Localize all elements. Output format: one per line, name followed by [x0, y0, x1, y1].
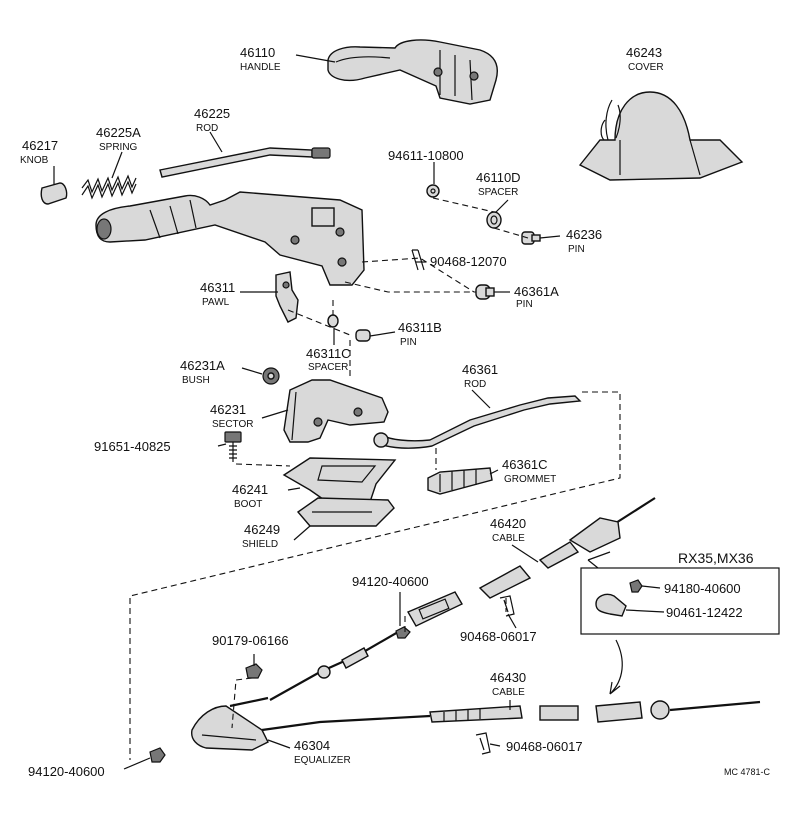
label-number-46311: 46311	[200, 280, 235, 295]
spacer-46311c-drawing	[327, 314, 339, 328]
label-number-46361: 46361	[462, 362, 498, 377]
clip-90468-upper-drawing	[499, 595, 515, 617]
handle-top-drawing	[327, 39, 498, 105]
labels: 46110 HANDLE 46243 COVER 46225 ROD 46217…	[20, 45, 771, 779]
label-number-46311b: 46311B	[398, 320, 442, 335]
nut-94120-lower-drawing	[149, 747, 166, 763]
guide-lines	[129, 197, 621, 760]
label-number-91651-40825: 91651-40825	[94, 439, 171, 454]
label-number-46231: 46231	[210, 402, 246, 417]
spacer-46110d-drawing	[486, 211, 502, 229]
label-number-94120-40600-lower: 94120-40600	[28, 764, 105, 779]
label-number-46311c: 46311C	[306, 346, 351, 361]
cover-drawing	[578, 91, 744, 181]
label-number-46249: 46249	[244, 522, 280, 537]
label-name-equalizer: EQUALIZER	[294, 755, 351, 766]
label-name-pin-46236: PIN	[568, 244, 585, 255]
clip-90468-12070-drawing	[411, 249, 425, 271]
label-number-46361a: 46361A	[514, 284, 559, 299]
label-number-90468-06017-upper: 90468-06017	[460, 629, 537, 644]
label-number-90468-12070: 90468-12070	[430, 254, 507, 269]
cable-46420-drawing	[269, 497, 656, 701]
cable-46430-drawing	[261, 700, 761, 732]
label-name-boot: BOOT	[234, 499, 262, 510]
sector-drawing	[283, 379, 389, 443]
label-name-pin-46361a: PIN	[516, 299, 533, 310]
bolt-91651-drawing	[224, 431, 242, 462]
label-name-rod-46361: ROD	[464, 379, 486, 390]
clamp-90461-drawing	[595, 593, 627, 617]
label-number-46225a: 46225A	[96, 125, 141, 140]
label-name-bush: BUSH	[182, 375, 210, 386]
bush-drawing	[262, 367, 280, 385]
label-number-46225: 46225	[194, 106, 230, 121]
pin-46236-drawing	[521, 231, 541, 245]
knob-drawing	[40, 182, 68, 205]
equalizer-drawing	[191, 696, 269, 751]
variant-title: RX35,MX36	[678, 550, 754, 566]
label-number-94611-10800: 94611-10800	[388, 148, 464, 163]
nut-94120-upper-drawing	[395, 626, 411, 639]
label-number-46430: 46430	[490, 670, 526, 685]
label-number-90461-12422: 90461-12422	[666, 605, 743, 620]
label-number-46217: 46217	[22, 138, 58, 153]
clip-90468-lower-drawing	[475, 732, 491, 755]
variant-pointer-arrow	[587, 551, 611, 569]
label-number-94180-40600: 94180-40600	[664, 581, 741, 596]
label-number-90468-06017-lower: 90468-06017	[506, 739, 583, 754]
label-number-46231a: 46231A	[180, 358, 225, 373]
label-name-rod: ROD	[196, 123, 218, 134]
label-name-cable-46420: CABLE	[492, 533, 525, 544]
label-number-46243: 46243	[626, 45, 662, 60]
label-name-pin-46311b: PIN	[400, 337, 417, 348]
pin-46361a-drawing	[475, 284, 495, 300]
leader-lines	[53, 54, 665, 770]
catalog-code: MC 4781-C	[724, 767, 771, 777]
label-name-pawl: PAWL	[202, 297, 230, 308]
label-number-90179-06166: 90179-06166	[212, 633, 289, 648]
rod-46361-drawing	[373, 395, 582, 449]
label-name-handle: HANDLE	[240, 62, 281, 73]
label-name-grommet: GROMMET	[504, 474, 556, 485]
label-name-spacer-46110d: SPACER	[478, 187, 518, 198]
boot-drawing	[282, 457, 397, 505]
spring-drawing	[81, 174, 137, 200]
pawl-drawing	[275, 271, 299, 323]
label-name-knob: KNOB	[20, 155, 49, 166]
label-number-46110d: 46110D	[476, 170, 521, 185]
variant-down-arrow	[609, 639, 623, 695]
label-number-46420: 46420	[490, 516, 526, 531]
shield-drawing	[296, 497, 395, 527]
label-number-46361c: 46361C	[502, 457, 548, 472]
nut-94180-drawing	[629, 579, 643, 593]
washer-94611-drawing	[426, 184, 440, 198]
label-name-spring: SPRING	[99, 142, 138, 153]
label-number-46304: 46304	[294, 738, 330, 753]
label-name-cover: COVER	[628, 62, 664, 73]
label-number-46241: 46241	[232, 482, 268, 497]
label-number-46236: 46236	[566, 227, 602, 242]
grommet-drawing	[427, 467, 493, 495]
label-name-sector: SECTOR	[212, 419, 254, 430]
label-name-shield: SHIELD	[242, 539, 278, 550]
variant-box	[580, 567, 780, 635]
nut-90179-drawing	[245, 663, 263, 679]
handle-lever-drawing	[95, 191, 365, 286]
label-number-94120-40600-upper: 94120-40600	[352, 574, 429, 589]
label-name-spacer-46311c: SPACER	[308, 362, 348, 373]
label-name-cable-46430: CABLE	[492, 687, 525, 698]
pin-46311b-drawing	[355, 329, 371, 342]
rod-46225-drawing	[159, 147, 331, 178]
label-number-46110: 46110	[240, 45, 275, 60]
